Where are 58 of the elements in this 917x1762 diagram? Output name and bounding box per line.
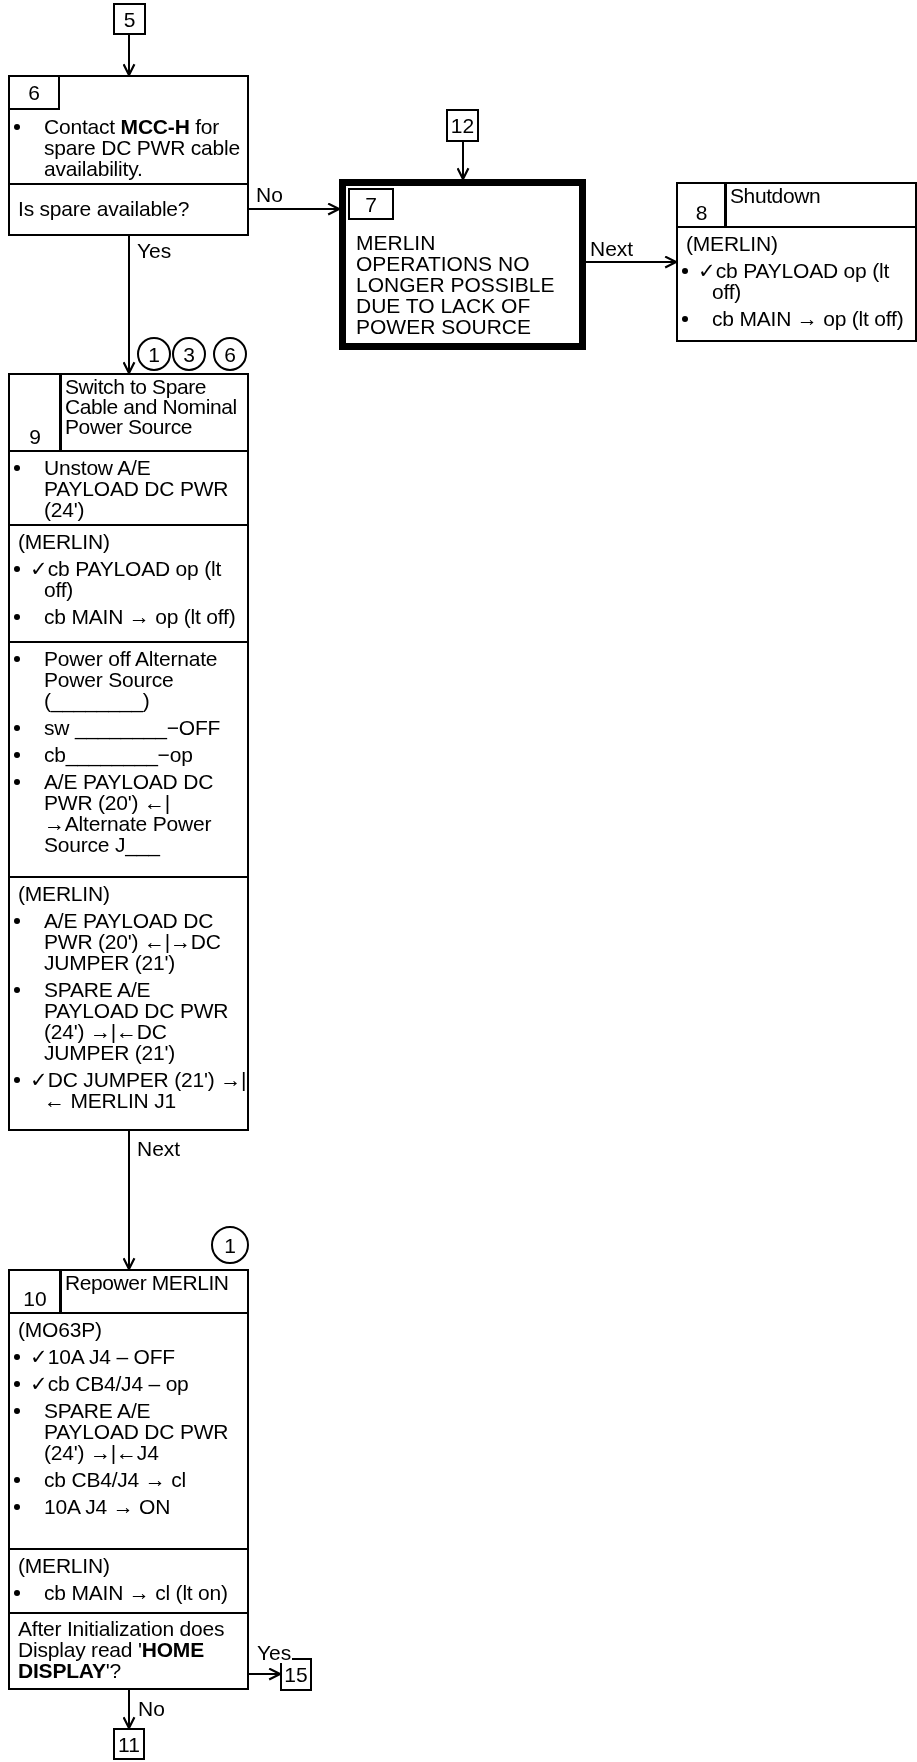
instruction-text: A/E PAYLOAD DC PWR (20') ←|→Alternate Power Source J___ [10,771,247,855]
section-heading: (MERLIN) [17,1555,111,1576]
step-reference: 12 [450,115,475,136]
step-title: Switch to Spare Cable and Nominal Power Source [65,377,238,437]
instruction-text: ✓cb PAYLOAD op (lt off) [678,260,915,302]
note-circle: 6 [213,337,247,371]
instruction-text: Power off Alternate Power Source (________) [10,648,247,711]
instruction-text: ✓cb PAYLOAD op (lt off) [10,558,247,600]
step-number: 6 [10,77,60,110]
section-heading: (MERLIN) [685,233,779,254]
instruction-text: Unstow A/E PAYLOAD DC PWR (24') [10,457,247,520]
step-number: 9 [28,424,42,447]
step-reference: 11 [118,1733,140,1755]
instruction-text: ✓cb CB4/J4 – op [10,1373,247,1394]
step-reference: 15 [284,1664,308,1685]
arrow [248,1667,282,1681]
section-heading: (MERLIN) [17,883,111,904]
arrow [122,34,136,77]
section-heading: (MO63P) [17,1319,103,1340]
arrow [248,202,341,216]
arrow [585,255,678,269]
question-text: After Initialization does Display read 'HOME DISPLAY'? [17,1618,226,1681]
question-text: Is spare available? [17,197,191,219]
section-heading: (MERLIN) [17,531,111,552]
procedure-box [8,1269,249,1690]
step-number: 8 [694,200,709,223]
step-title: Repower MERLIN [65,1273,230,1293]
decision-box [8,75,249,236]
note-circle: 3 [172,337,206,371]
instruction-text: A/E PAYLOAD DC PWR (20') ←|→DC JUMPER (21') [10,910,247,973]
arrow [456,141,470,181]
instruction-text: cb MAIN → cl (lt on) [10,1582,247,1603]
arrow [122,1130,136,1271]
step-number: 10 [22,1286,48,1309]
connector-box [113,3,146,35]
procedure-box [8,373,249,1131]
note-circle: 1 [211,1226,249,1264]
instruction-text: ✓10A J4 – OFF [10,1346,247,1367]
arrow [122,235,136,375]
note-circle: 1 [137,337,171,371]
terminal-box [339,179,586,350]
arrow [122,1689,136,1730]
step-reference: 5 [123,8,136,30]
instruction-text: cb MAIN → op (lt off) [10,606,247,627]
procedure-box [676,182,917,342]
step-number: 7 [348,188,394,220]
instruction-text: sw ________−OFF [10,717,247,738]
instruction-text: Contact MCC-H for spare DC PWR cable availability. [10,116,247,179]
step-title: Shutdown [730,186,822,206]
instruction-text: 10A J4 → ON [10,1496,247,1517]
connector-box [446,109,479,142]
instruction-text: SPARE A/E PAYLOAD DC PWR (24') →|←J4 [10,1400,247,1463]
status-text: MERLIN OPERATIONS NO LONGER POSSIBLE DUE TO LACK OF POWER SOURCE [355,232,556,337]
instruction-text: cb CB4/J4 → cl [10,1469,247,1490]
instruction-text: ✓DC JUMPER (21') →|← MERLIN J1 [10,1069,247,1111]
instruction-text: SPARE A/E PAYLOAD DC PWR (24') →|←DC JUMPER (21') [10,979,247,1063]
instruction-text: cb MAIN → op (lt off) [678,308,915,329]
instruction-text: cb________−op [10,744,247,765]
